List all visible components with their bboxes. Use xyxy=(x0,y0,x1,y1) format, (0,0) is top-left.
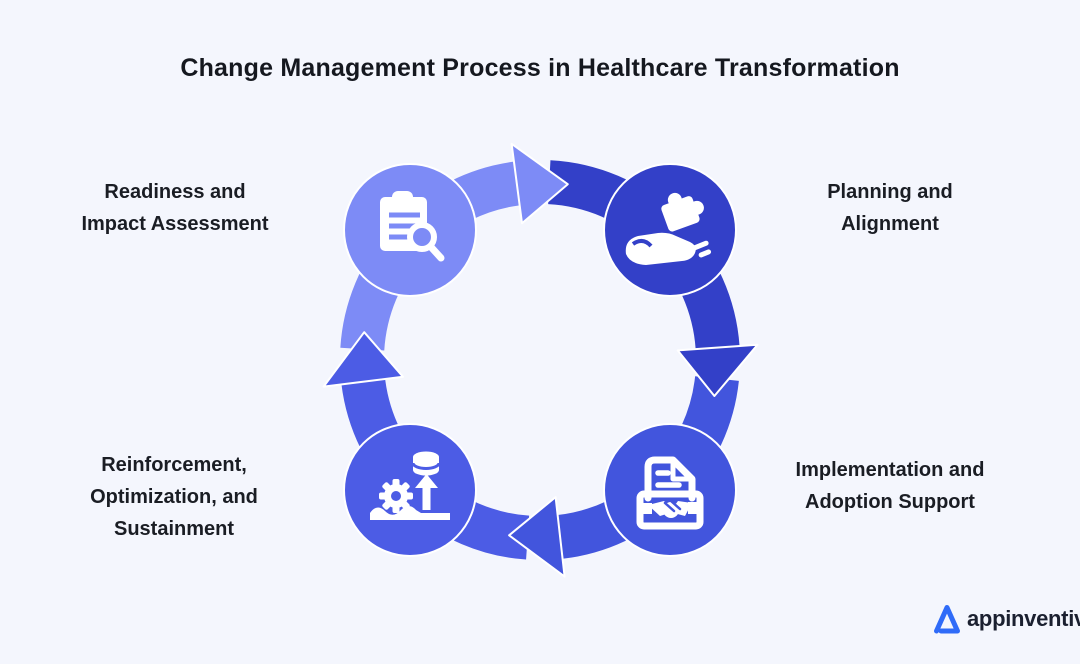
node-reinforcement xyxy=(343,423,477,557)
document-handshake-icon xyxy=(636,456,704,530)
arrow-top-icon xyxy=(510,142,569,225)
label-planning-line1: Planning and xyxy=(827,181,953,203)
label-readiness-line2: Impact Assessment xyxy=(81,213,269,235)
appinventiv-mark-icon xyxy=(934,605,960,634)
up-arrow xyxy=(415,474,438,510)
clipboard-search-icon xyxy=(380,191,445,262)
arrow-bottom-icon xyxy=(508,496,566,578)
label-reinforcement-line1: Reinforcement, xyxy=(101,454,247,476)
label-implementation-line2: Adoption Support xyxy=(805,491,975,513)
label-implementation-line1: Implementation and xyxy=(795,459,985,481)
label-reinforcement-line2: Optimization, and xyxy=(90,486,258,508)
arrow-left-icon xyxy=(322,331,404,388)
database-cylinder xyxy=(411,451,441,476)
label-planning-line2: Alignment xyxy=(841,213,939,235)
label-readiness-line1: Readiness and xyxy=(104,181,246,203)
node-implementation xyxy=(603,423,737,557)
label-readiness: Readiness and Impact Assessment xyxy=(40,176,310,240)
magnifier-lens xyxy=(407,222,437,252)
handshake-gaps xyxy=(663,499,682,513)
wavy-base xyxy=(370,506,450,520)
puzzle-piece xyxy=(661,192,704,232)
arrow-right-icon xyxy=(676,343,759,397)
label-reinforcement: Reinforcement, Optimization, and Sustain… xyxy=(39,449,309,545)
thumb-line xyxy=(631,239,653,248)
hand-puzzle-icon xyxy=(625,192,712,265)
brand-wordmark: appinventiv xyxy=(967,606,1080,631)
handshake xyxy=(643,499,697,518)
finger-stripes xyxy=(692,240,712,258)
cycle-arrowheads xyxy=(322,142,759,578)
page-title: Change Management Process in Healthcare … xyxy=(180,54,900,82)
gear-hole xyxy=(391,491,401,501)
label-reinforcement-line3: Sustainment xyxy=(113,518,235,540)
magnifier-handle xyxy=(427,243,445,262)
gear xyxy=(379,479,413,513)
tray-outline xyxy=(636,490,704,530)
gear-growth-icon xyxy=(370,451,450,520)
document-fold xyxy=(670,457,695,482)
label-planning: Planning and Alignment xyxy=(755,176,1025,240)
brand-logo: appinventiv xyxy=(932,603,1080,635)
label-implementation: Implementation and Adoption Support xyxy=(755,454,1025,518)
document-outline xyxy=(644,456,696,502)
